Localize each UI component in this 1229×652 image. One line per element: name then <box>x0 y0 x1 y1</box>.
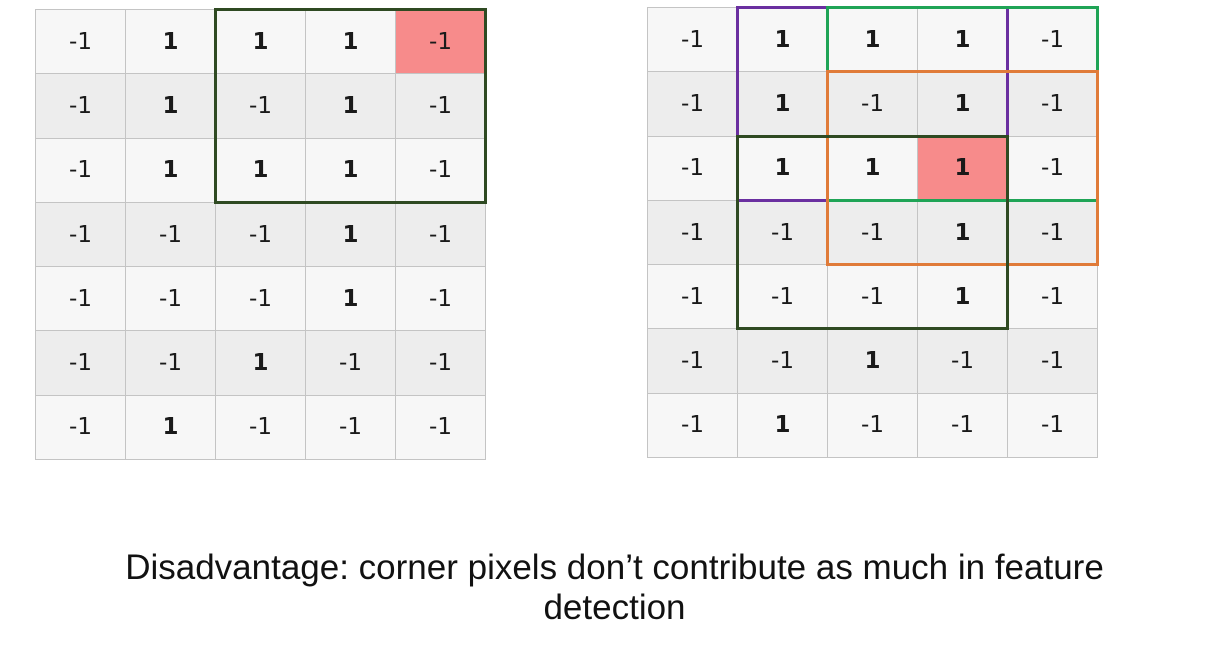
pixel-cell: -1 <box>828 200 918 266</box>
pixel-cell: 1 <box>738 393 828 459</box>
pixel-cell: -1 <box>36 138 126 203</box>
pixel-cell: 1 <box>306 74 396 139</box>
pixel-cell: -1 <box>36 395 126 461</box>
pixel-cell: -1 <box>396 267 486 332</box>
caption: Disadvantage: corner pixels don’t contri… <box>0 548 1229 628</box>
pixel-cell: -1 <box>216 202 306 268</box>
pixel-cell: 1 <box>216 138 306 203</box>
caption-line-1: Disadvantage: corner pixels don’t contri… <box>125 548 1104 587</box>
pixel-cell: 1 <box>306 10 396 75</box>
pixel-cell: -1 <box>126 267 216 332</box>
pixel-cell: 1 <box>306 202 396 268</box>
pixel-cell: -1 <box>396 331 486 396</box>
pixel-cell: -1 <box>36 202 126 268</box>
pixel-cell: -1 <box>36 267 126 332</box>
pixel-cell: -1 <box>306 331 396 396</box>
pixel-cell: -1 <box>828 72 918 137</box>
pixel-cell: -1 <box>36 10 126 75</box>
pixel-cell: -1 <box>738 329 828 394</box>
pixel-cell: 1 <box>738 72 828 137</box>
pixel-cell: -1 <box>648 329 738 394</box>
pixel-cell: 1 <box>126 74 216 139</box>
pixel-cell: -1 <box>216 267 306 332</box>
pixel-cell: -1 <box>216 74 306 139</box>
pixel-cell: -1 <box>738 200 828 266</box>
pixel-cell: 1 <box>918 200 1008 266</box>
pixel-cell: -1 <box>648 136 738 201</box>
pixel-cell: 1 <box>918 72 1008 137</box>
pixel-cell: -1 <box>396 202 486 268</box>
pixel-cell: 1 <box>918 265 1008 330</box>
pixel-cell: -1 <box>396 395 486 461</box>
pixel-cell: 1 <box>306 267 396 332</box>
pixel-cell: -1 <box>648 8 738 73</box>
pixel-cell: -1 <box>1008 72 1098 137</box>
pixel-cell: 1 <box>216 331 306 396</box>
pixel-cell: -1 <box>1008 8 1098 73</box>
pixel-cell: -1 <box>396 74 486 139</box>
pixel-cell: 1 <box>918 136 1008 201</box>
pixel-cell: 1 <box>126 10 216 75</box>
pixel-cell: 1 <box>306 138 396 203</box>
pixel-cell: 1 <box>828 329 918 394</box>
pixel-cell: 1 <box>738 136 828 201</box>
pixel-cell: 1 <box>738 8 828 73</box>
pixel-cell: -1 <box>648 393 738 459</box>
pixel-cell: -1 <box>1008 200 1098 266</box>
pixel-cell: -1 <box>648 200 738 266</box>
pixel-cell: 1 <box>828 136 918 201</box>
pixel-cell: -1 <box>396 10 486 75</box>
pixel-cell: -1 <box>648 265 738 330</box>
pixel-cell: -1 <box>216 395 306 461</box>
pixel-cell: 1 <box>828 8 918 73</box>
pixel-cell: -1 <box>396 138 486 203</box>
pixel-cell: -1 <box>738 265 828 330</box>
pixel-cell: -1 <box>306 395 396 461</box>
pixel-cell: -1 <box>918 329 1008 394</box>
pixel-cell: -1 <box>918 393 1008 459</box>
pixel-cell: 1 <box>216 10 306 75</box>
pixel-cell: -1 <box>126 331 216 396</box>
pixel-cell: 1 <box>126 138 216 203</box>
pixel-cell: 1 <box>918 8 1008 73</box>
pixel-cell: -1 <box>126 202 216 268</box>
pixel-cell: -1 <box>828 265 918 330</box>
caption-line-2: detection <box>543 588 686 627</box>
pixel-cell: -1 <box>1008 393 1098 459</box>
pixel-cell: -1 <box>36 331 126 396</box>
pixel-cell: -1 <box>36 74 126 139</box>
pixel-cell: -1 <box>648 72 738 137</box>
pixel-cell: 1 <box>126 395 216 461</box>
pixel-cell: -1 <box>828 393 918 459</box>
pixel-cell: -1 <box>1008 329 1098 394</box>
pixel-cell: -1 <box>1008 136 1098 201</box>
pixel-cell: -1 <box>1008 265 1098 330</box>
